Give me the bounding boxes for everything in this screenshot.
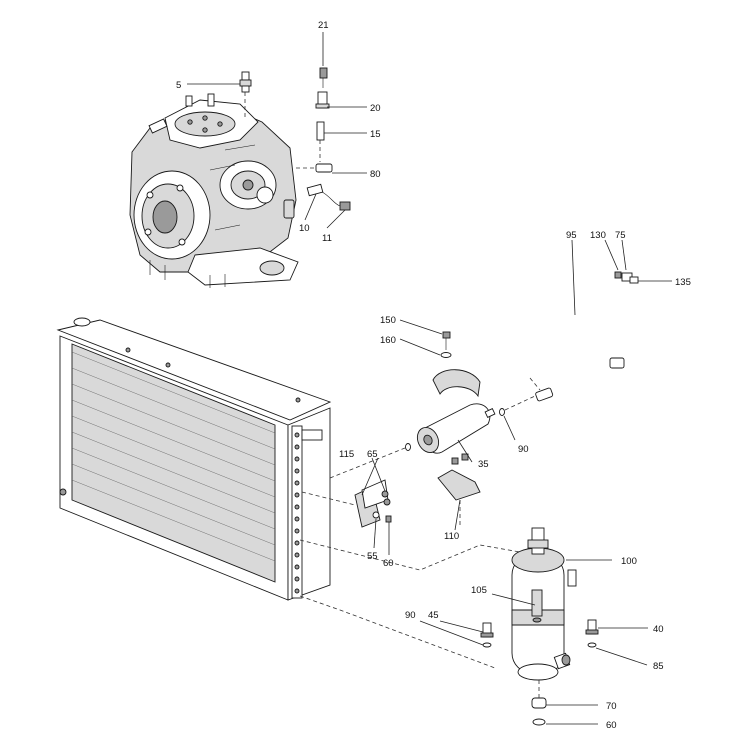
callout-5: 5	[176, 80, 181, 91]
leader-lines	[187, 32, 672, 725]
callout-45: 45	[428, 610, 439, 621]
oring-left	[329, 443, 411, 479]
part-135-fitting	[629, 276, 639, 284]
part-21-switch	[319, 67, 328, 88]
part-35-filter-drier	[416, 403, 496, 454]
callout-160: 160	[380, 335, 396, 346]
part-85-oring	[587, 642, 597, 648]
callout-95: 95	[566, 230, 577, 241]
part-45-fitting	[480, 622, 494, 638]
part-20-switch-body	[315, 91, 330, 109]
part-95-tube	[522, 308, 667, 402]
callout-11: 11	[322, 233, 332, 244]
part-90-oring-lower	[482, 642, 492, 648]
callout-90-upper: 90	[518, 444, 529, 455]
callout-35: 35	[478, 459, 489, 470]
clamp-upper	[432, 369, 481, 398]
part-60-cap-lower	[532, 718, 546, 726]
part-70-plug	[531, 697, 547, 709]
clamp-bracket-lower	[437, 453, 481, 501]
part-10-nipple	[306, 183, 324, 197]
callout-75: 75	[615, 230, 626, 241]
callout-15: 15	[370, 129, 381, 140]
part-11-sensor	[321, 191, 351, 211]
callout-105: 105	[471, 585, 487, 596]
part-150-screw	[442, 331, 451, 350]
part-5-fitting	[239, 71, 252, 118]
callout-115: 115	[339, 449, 354, 460]
assembly-lines	[299, 491, 521, 669]
part-160-washer	[440, 352, 452, 358]
callout-70: 70	[606, 701, 617, 712]
callout-10: 10	[299, 223, 310, 234]
callout-110: 110	[444, 531, 459, 542]
condenser-coil	[56, 317, 332, 601]
callout-40: 40	[653, 624, 664, 635]
callout-55: 55	[367, 551, 378, 562]
callout-80: 80	[370, 169, 381, 180]
part-105-sight-glass	[531, 589, 543, 623]
part-60-screw-upper	[385, 515, 392, 523]
callout-85: 85	[653, 661, 664, 672]
callout-130: 130	[590, 230, 606, 241]
callout-20: 20	[370, 103, 381, 114]
receiver-side-fitting	[567, 569, 577, 587]
part-55-nut	[372, 511, 380, 519]
part-40-fitting	[585, 619, 599, 635]
callout-150: 150	[380, 315, 396, 326]
callout-90-lower: 90	[405, 610, 416, 621]
callout-21: 21	[318, 20, 329, 31]
part-80-fitting	[296, 163, 333, 173]
part-15-fitting	[316, 121, 325, 162]
callout-100: 100	[621, 556, 637, 567]
part-90-oring-upper	[499, 395, 536, 416]
callout-60-upper: 60	[383, 558, 394, 569]
callout-labels: 21 5 20 15 80 10 11 95 130 75 135 150 16…	[176, 20, 691, 731]
callout-135: 135	[675, 277, 691, 288]
compressor-assembly	[129, 93, 299, 288]
callout-65: 65	[367, 449, 378, 460]
part-130-cap	[614, 271, 622, 279]
callout-60-lower: 60	[606, 720, 617, 731]
